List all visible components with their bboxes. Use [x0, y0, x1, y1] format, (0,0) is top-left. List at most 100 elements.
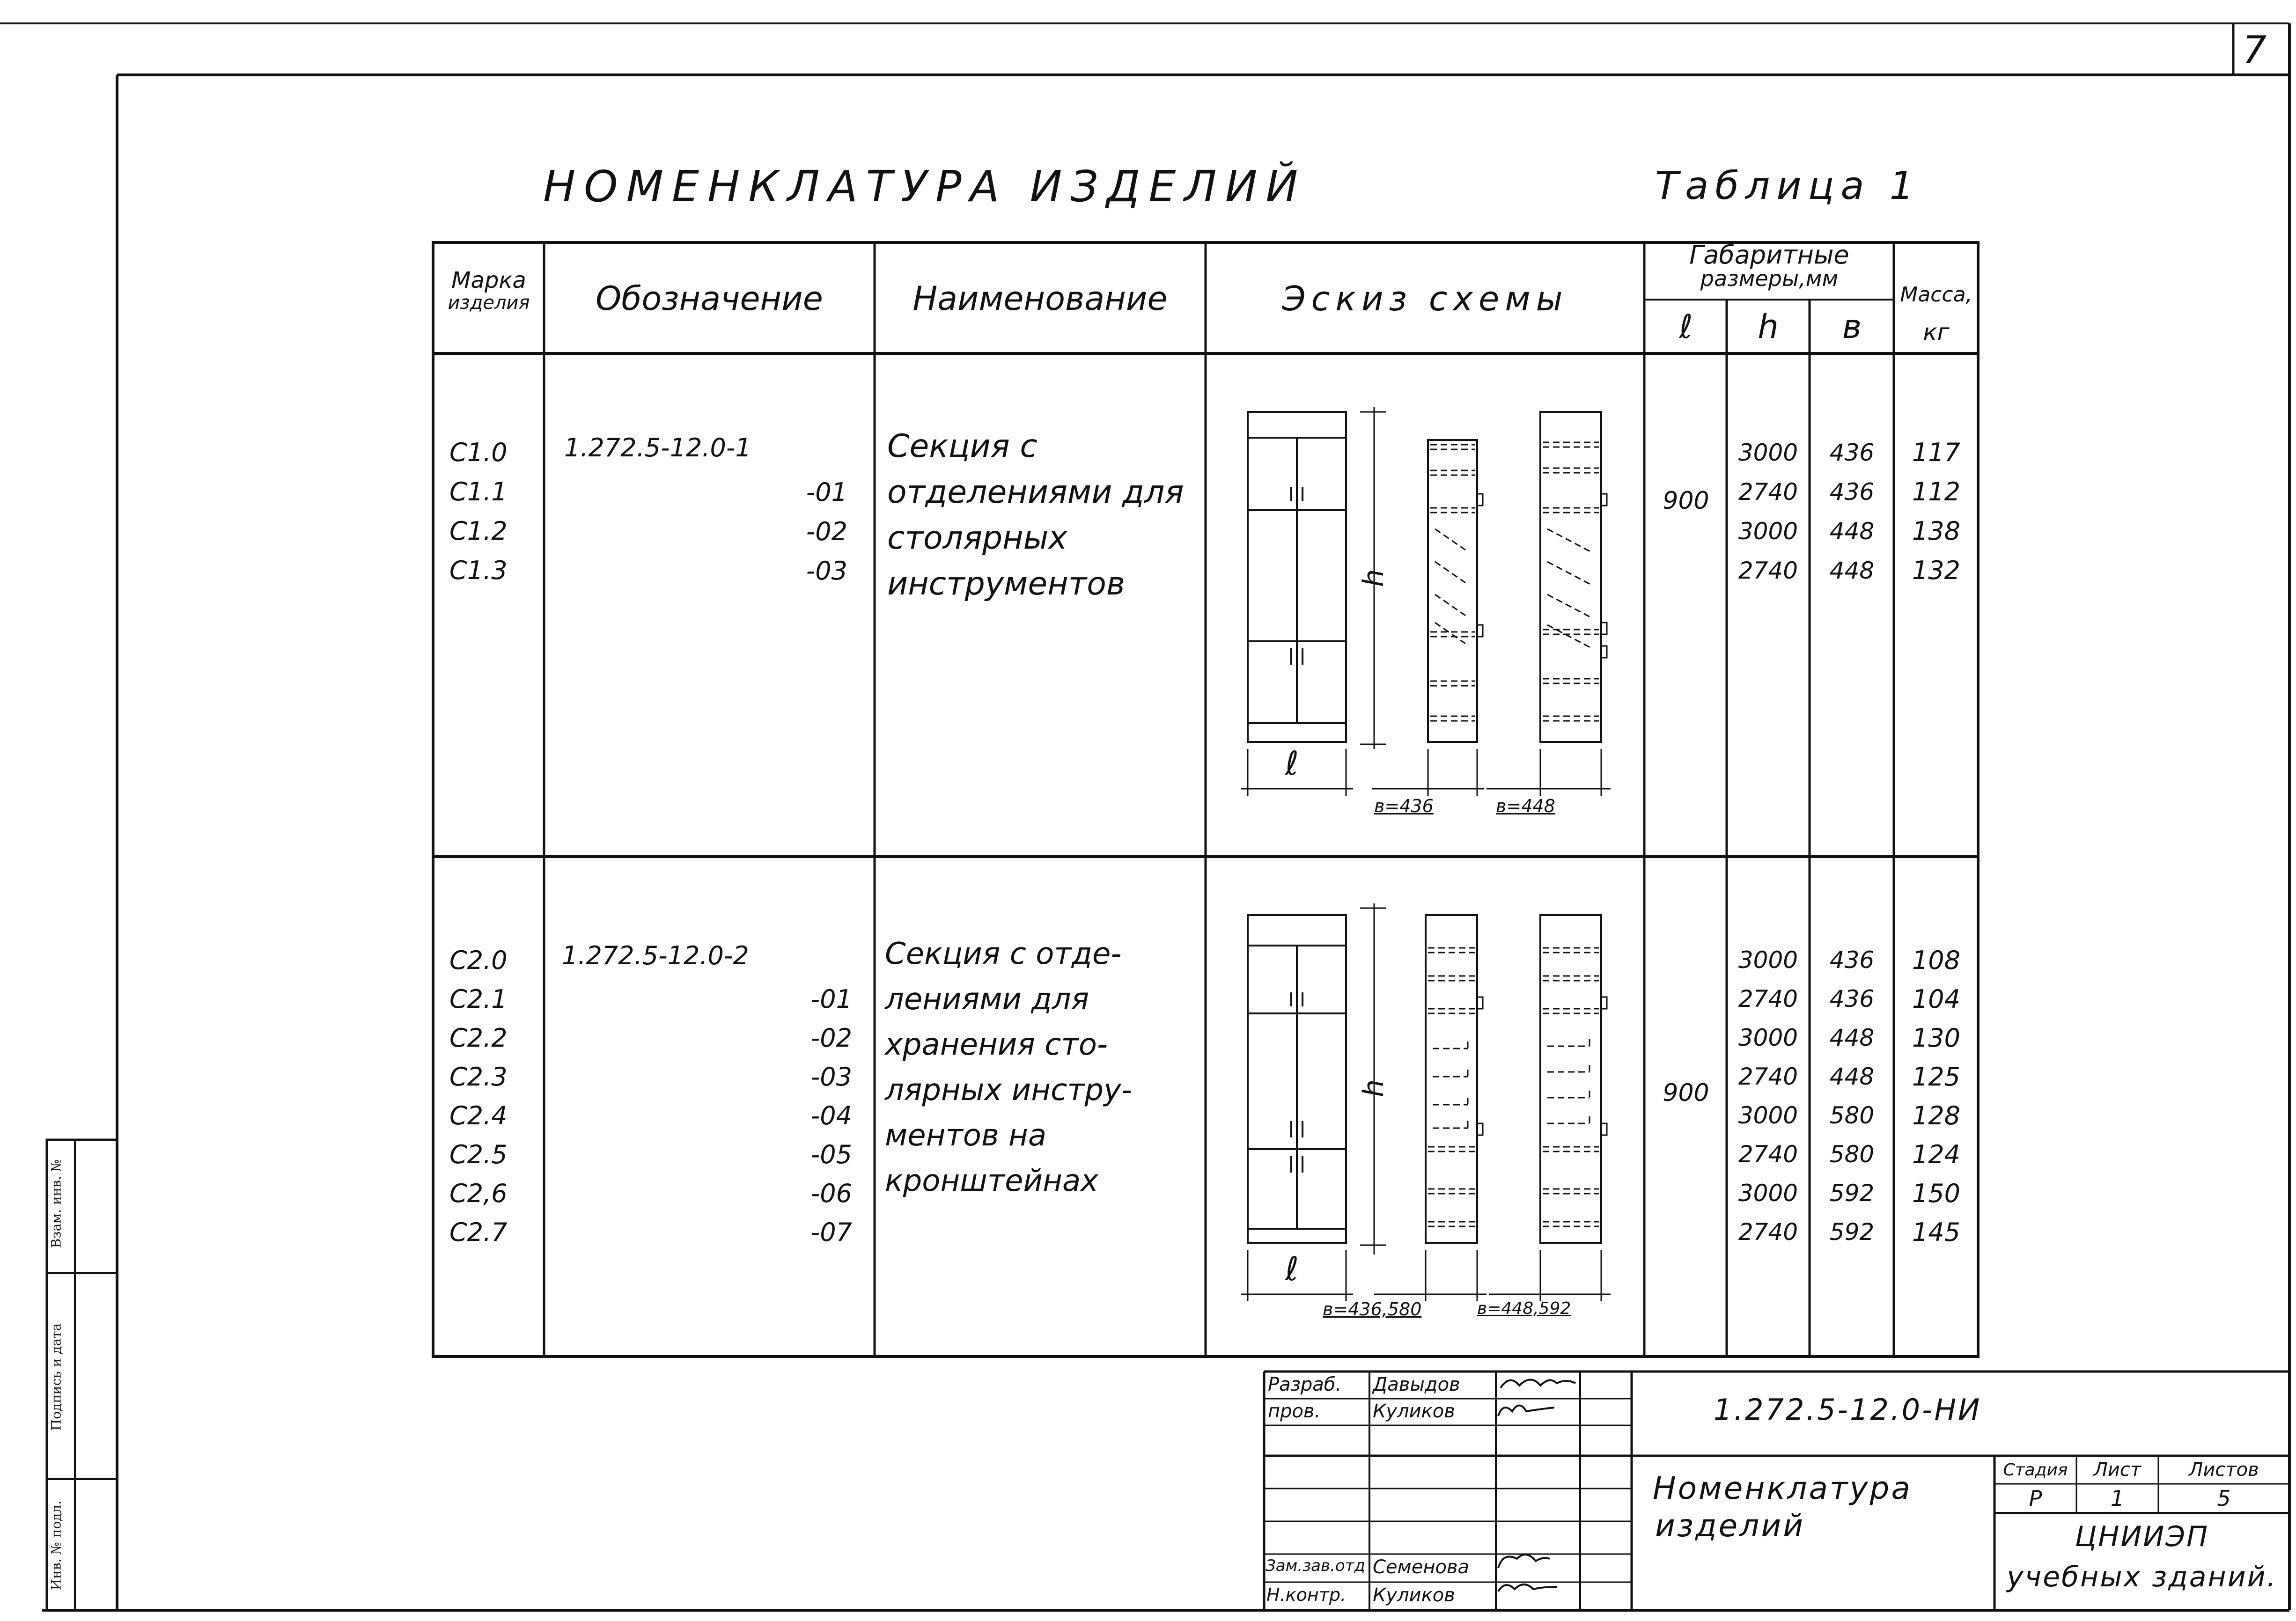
group-1-designation-suffixes: -01 -02 -03 — [791, 473, 847, 591]
mark: С1.2 — [449, 516, 508, 546]
mark: С2.4 — [449, 1101, 508, 1130]
mark: С2.1 — [449, 984, 508, 1014]
group-2-name: Секция с отде- лениями для хранения сто-… — [885, 932, 1132, 1204]
b-value: 436 — [1829, 478, 1875, 506]
page-title: НОМЕНКЛАТУРА ИЗДЕЛИЙ — [543, 161, 1307, 212]
group-1-b2-dim-label: в=448 — [1496, 796, 1555, 816]
mark: С2.5 — [449, 1140, 508, 1169]
group-1-l: 900 — [1663, 487, 1709, 515]
group-1-b-values: 436 436 448 448 — [1811, 433, 1893, 590]
sheets-label: Листов — [2189, 1459, 2259, 1481]
organization: ЦНИИЭП учебных зданий. — [1995, 1517, 2289, 1597]
org-line: учебных зданий. — [2007, 1561, 2277, 1593]
mass-value: 124 — [1912, 1140, 1961, 1169]
group-2-h-dim-label: h — [1357, 1079, 1391, 1098]
stamp-field-replacement: Взам. инв. № — [48, 1159, 64, 1248]
group-2-b1-dim-label: в=436,580 — [1323, 1299, 1422, 1320]
tb-name-7: Куликов — [1373, 1584, 1455, 1606]
sketch-1-drawing — [1241, 407, 1611, 796]
name-line: Секция с — [887, 428, 1038, 465]
signature-semenova — [1497, 1554, 1550, 1569]
tb-name-6: Семенова — [1373, 1556, 1470, 1578]
mark: С2.0 — [449, 946, 508, 975]
name-line: ментов на — [885, 1118, 1047, 1153]
name-line: Секция с отде- — [885, 937, 1122, 971]
col-dims-header: Габаритные размеры,мм — [1646, 242, 1893, 291]
b-value: 580 — [1829, 1102, 1875, 1129]
h-value: 3000 — [1738, 518, 1798, 545]
h-value: 2740 — [1738, 1141, 1798, 1168]
stage-label: Стадия — [2003, 1460, 2068, 1480]
designation-suffix: -04 — [810, 1101, 852, 1130]
b-value: 448 — [1829, 1063, 1875, 1090]
designation-suffix: -01 — [806, 477, 847, 507]
mass-value: 125 — [1912, 1062, 1961, 1092]
doc-title: Номенклатура изделий — [1653, 1470, 1912, 1545]
mass-value: 108 — [1912, 946, 1961, 975]
designation-suffix: -03 — [810, 1062, 852, 1092]
signature-kulikov-2 — [1497, 1584, 1557, 1592]
name-line: кронштейнах — [885, 1164, 1099, 1198]
group-2-b2-dim-label: в=448,592 — [1477, 1299, 1571, 1318]
group-2-l-dim-label: ℓ — [1285, 1250, 1299, 1288]
sheet-number: 7 — [2243, 28, 2267, 72]
signature-davydov — [1500, 1379, 1576, 1389]
group-2-mass-values: 108 104 130 125 128 124 150 145 — [1895, 941, 1977, 1252]
col-b-header: в — [1842, 308, 1862, 346]
designation-suffix: -02 — [806, 517, 847, 546]
group-1-name: Секция с отделениями для столярных инстр… — [887, 424, 1184, 607]
mass-value: 117 — [1912, 438, 1961, 467]
h-value: 3000 — [1738, 1024, 1798, 1051]
h-value: 2740 — [1738, 478, 1798, 506]
col-name-header: Наименование — [913, 279, 1168, 318]
tb-name-1: Давыдов — [1373, 1374, 1460, 1395]
name-line: хранения сто- — [885, 1027, 1108, 1062]
mass-value: 128 — [1912, 1101, 1961, 1130]
group-2-designation-base: 1.272.5-12.0-2 — [562, 941, 749, 970]
mass-value: 112 — [1912, 477, 1961, 506]
mark: С1.1 — [449, 477, 508, 506]
mark: С2,6 — [449, 1179, 508, 1208]
h-value: 3000 — [1738, 439, 1798, 466]
col-h-header: h — [1758, 308, 1779, 346]
h-value: 2740 — [1738, 985, 1798, 1012]
mass-value: 132 — [1912, 556, 1961, 585]
group-1-h-dim-label: h — [1357, 569, 1391, 587]
col-mark-header: Марка изделия — [435, 269, 542, 314]
mark: С1.3 — [449, 556, 508, 585]
designation-suffix: -02 — [810, 1023, 852, 1053]
designation-suffix: -03 — [806, 556, 847, 586]
mark: С2.7 — [449, 1218, 508, 1247]
name-line: лярных инстру- — [885, 1073, 1133, 1108]
b-value: 436 — [1829, 946, 1875, 974]
col-mass-line2: кг — [1923, 319, 1950, 346]
b-value: 592 — [1829, 1180, 1875, 1207]
tb-role-1: Разраб. — [1268, 1374, 1342, 1395]
stamp-field-original: Инв. № подл. — [48, 1500, 64, 1591]
group-1-mass-values: 117 112 138 132 — [1895, 433, 1977, 590]
group-1-h-values: 3000 2740 3000 2740 — [1728, 433, 1809, 590]
group-2-b-values: 436 436 448 448 580 580 592 592 — [1811, 941, 1893, 1252]
doc-title-line: изделий — [1655, 1508, 1805, 1544]
name-line: столярных — [887, 520, 1067, 557]
h-value: 2740 — [1738, 1218, 1798, 1246]
group-1-b1-dim-label: в=436 — [1374, 796, 1434, 816]
name-line: лениями для — [885, 982, 1089, 1017]
col-sketch-header: Эскиз схемы — [1282, 279, 1568, 318]
mark: С1.0 — [449, 438, 508, 467]
group-1-designation-base: 1.272.5-12.0-1 — [564, 433, 751, 462]
b-value: 448 — [1829, 557, 1875, 584]
stage-value: Р — [2029, 1486, 2042, 1511]
tb-name-2: Куликов — [1373, 1401, 1455, 1422]
h-value: 2740 — [1738, 1063, 1798, 1090]
table-label: Таблица 1 — [1655, 164, 1921, 208]
group-1-l-dim-label: ℓ — [1285, 744, 1299, 783]
org-line: ЦНИИЭП — [2075, 1520, 2209, 1553]
b-value: 592 — [1829, 1218, 1875, 1246]
mass-value: 145 — [1912, 1218, 1961, 1247]
b-value: 580 — [1829, 1141, 1875, 1168]
h-value: 3000 — [1738, 1102, 1798, 1129]
h-value: 3000 — [1738, 946, 1798, 974]
sketch-2-drawing — [1241, 903, 1611, 1301]
col-mark-line2: изделия — [448, 292, 530, 314]
